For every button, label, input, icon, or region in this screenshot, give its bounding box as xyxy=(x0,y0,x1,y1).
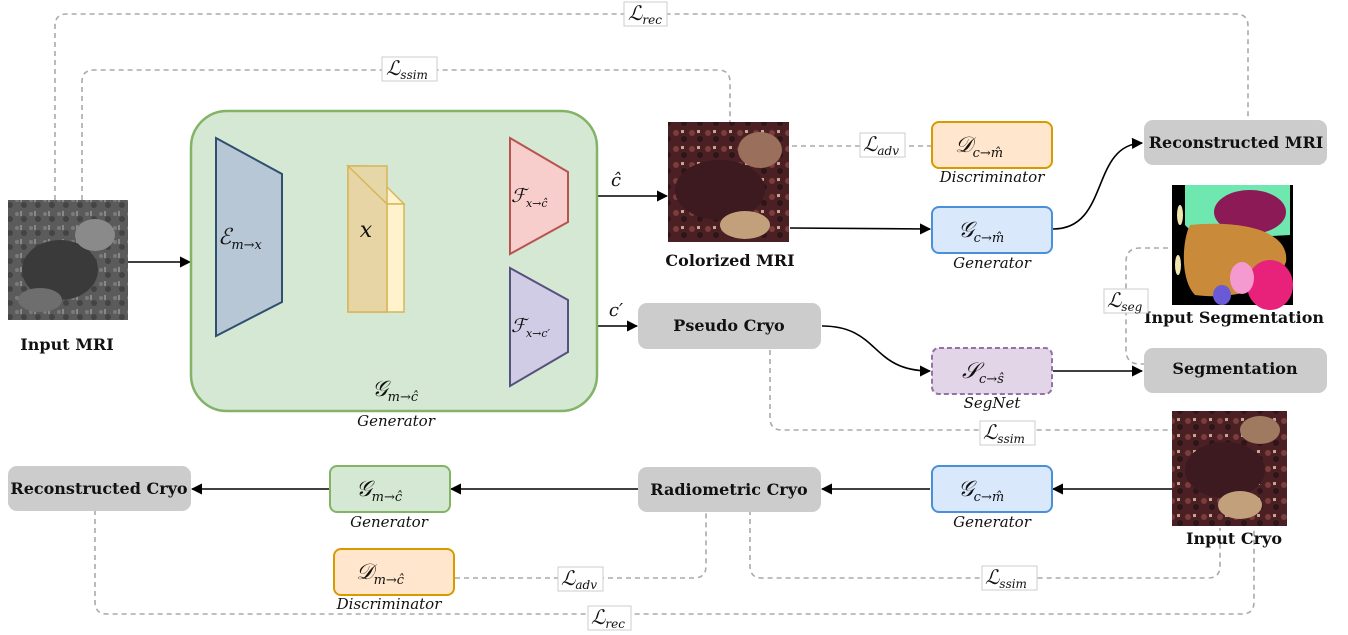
adv-loss-top-label: ℒadv xyxy=(863,132,899,158)
generator-bottom-right-symbol: 𝒢c→m̂ xyxy=(958,477,1004,505)
ssim-loss-bottom-bg xyxy=(981,565,1038,591)
generator-top-caption: Generator xyxy=(953,254,1032,272)
rec-loss-bottom-label: ℒrec xyxy=(591,605,625,631)
f-cprime-symbol: ℱx→c′ xyxy=(511,315,551,340)
encoder-block xyxy=(215,136,283,338)
input-cryo-image xyxy=(1172,411,1287,526)
discriminator-bottom-symbol: 𝒟m→ĉ xyxy=(356,560,405,588)
ssim-loss-mid-label: ℒssim xyxy=(983,420,1025,446)
arrow-colorized-to-gen xyxy=(789,223,932,235)
colorized-mri-image xyxy=(668,122,789,242)
arrow-gen-to-recon-mri xyxy=(1052,137,1144,230)
segnet-caption: SegNet xyxy=(964,394,1022,412)
f-cprime-block xyxy=(509,266,569,388)
pseudo-cryo-box xyxy=(638,303,821,349)
seg-loss-bg xyxy=(1103,288,1149,314)
generator-top-symbol: 𝒢c→m̂ xyxy=(958,218,1004,246)
discriminator-bottom-caption: Discriminator xyxy=(336,595,443,613)
segmentation-label: Segmentation xyxy=(1172,359,1298,378)
reconstructed-mri-label: Reconstructed MRI xyxy=(1149,133,1324,152)
adv-loss-bottom-label: ℒadv xyxy=(561,566,597,592)
rec-loss-bottom-bg xyxy=(587,605,632,631)
f-chat-block xyxy=(509,136,569,256)
segnet-block xyxy=(931,347,1053,395)
rec-loss-top-label: ℒrec xyxy=(628,1,662,27)
discriminator-top-block xyxy=(931,121,1053,169)
input-cryo-label: Input Cryo xyxy=(1186,529,1282,548)
discriminator-top-symbol: 𝒟c→m̂ xyxy=(955,133,1003,161)
adv-loss-top-bg xyxy=(859,132,906,158)
reconstructed-cryo-label: Reconstructed Cryo xyxy=(10,479,188,498)
ssim-loss-top-path xyxy=(81,69,731,200)
ssim-loss-bottom-label: ℒssim xyxy=(985,565,1027,591)
rec-loss-bot-path xyxy=(94,510,1255,615)
ssim-loss-mid-bg xyxy=(979,420,1036,446)
colorized-mri-label: Colorized MRI xyxy=(665,251,794,270)
ssim-loss-top-bg xyxy=(381,56,438,82)
discriminator-top-caption: Discriminator xyxy=(939,168,1046,186)
radiometric-cryo-label: Radiometric Cryo xyxy=(650,480,808,499)
input-segmentation-image xyxy=(1172,185,1293,310)
reconstructed-cryo-box xyxy=(8,466,191,511)
encoder-symbol: ℰm→x xyxy=(218,225,263,253)
input-mri-label: Input MRI xyxy=(20,335,113,354)
discriminator-bottom-block xyxy=(333,548,455,596)
input-segmentation-label: Input Segmentation xyxy=(1144,308,1324,327)
c-hat-label: ĉ xyxy=(611,170,621,191)
generator-bottom-right-caption: Generator xyxy=(953,513,1032,531)
arrow-pseudo-to-segnet xyxy=(821,325,932,377)
latent-block xyxy=(346,164,406,313)
segmentation-box xyxy=(1144,348,1327,393)
generator-bottom-left-block xyxy=(329,465,451,513)
input-mri-image xyxy=(8,200,128,320)
main-generator-symbol: 𝒢m→ĉ xyxy=(372,377,419,405)
c-prime-label: c′ xyxy=(609,300,623,321)
rec-loss-top-bg xyxy=(623,1,668,27)
main-generator-caption: Generator xyxy=(357,412,436,430)
ssim-loss-top-label: ℒssim xyxy=(386,56,428,82)
generator-bottom-right-block xyxy=(931,465,1053,513)
adv-loss-bottom-bg xyxy=(557,566,604,592)
pseudo-cryo-label: Pseudo Cryo xyxy=(673,316,785,335)
radiometric-cryo-box xyxy=(638,467,821,512)
reconstructed-mri-box xyxy=(1144,120,1327,165)
generator-bottom-left-symbol: 𝒢m→ĉ xyxy=(356,477,403,505)
seg-loss-label: ℒseg xyxy=(1107,288,1143,314)
latent-symbol: x xyxy=(360,218,373,243)
f-chat-symbol: ℱx→ĉ xyxy=(511,185,548,210)
generator-bottom-left-caption: Generator xyxy=(350,513,429,531)
generator-top-block xyxy=(931,206,1053,254)
